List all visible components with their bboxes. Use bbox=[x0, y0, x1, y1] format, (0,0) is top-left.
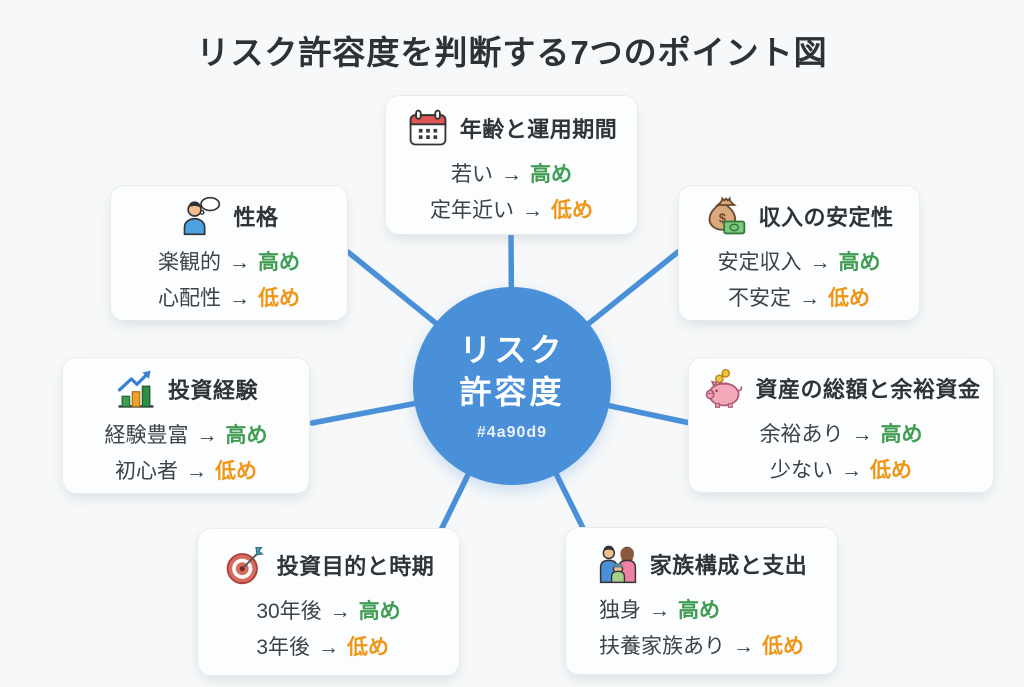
card-title: 年齢と運用期間 bbox=[459, 117, 618, 142]
page-title: リスク許容度を判断する7つのポイント図 bbox=[196, 34, 828, 71]
card-header: 性格 bbox=[179, 194, 278, 238]
value-high: 高め bbox=[258, 251, 300, 274]
arrow-glyph: → bbox=[799, 287, 820, 310]
card-line: 定年近い→低め bbox=[430, 199, 593, 222]
card-header: 年齢と運用期間 bbox=[406, 106, 618, 150]
value-low: 低め bbox=[347, 636, 389, 659]
card-header: 投資経験 bbox=[114, 367, 258, 411]
arrow-glyph: → bbox=[329, 600, 351, 623]
value-high: 高め bbox=[838, 251, 881, 274]
value-high: 高め bbox=[880, 423, 923, 446]
card-lines: 安定収入→高め 不安定→低め bbox=[718, 246, 881, 312]
card-line: 独身→高め bbox=[599, 599, 720, 622]
value-high: 高め bbox=[678, 599, 720, 622]
card-header: $ 収入の安定性 bbox=[704, 194, 893, 238]
card-income-stability: $ 収入の安定性 安定収入→高め 不安定→低め bbox=[678, 185, 920, 321]
value-low: 低め bbox=[870, 459, 912, 482]
card-line: 余裕あり→高め bbox=[759, 423, 923, 446]
card-purpose-and-timing: 投資目的と時期 30年後→高め 3年後→低め bbox=[197, 528, 460, 676]
card-header: 家族構成と支出 bbox=[596, 542, 808, 586]
card-header: 投資目的と時期 bbox=[223, 543, 435, 587]
value-high: 高め bbox=[530, 163, 572, 186]
arrow-glyph: → bbox=[318, 636, 339, 659]
arrow-glyph: → bbox=[196, 423, 218, 447]
card-age-and-period: 年齢と運用期間 若い→高め 定年近い→低め bbox=[385, 95, 638, 235]
value-high: 高め bbox=[358, 600, 401, 623]
card-assets-and-surplus: 資産の総額と余裕資金 余裕あり→高め 少ない→低め bbox=[688, 357, 994, 493]
card-lines: 楽観的→高め 心配性→低め bbox=[158, 246, 300, 312]
person-thought-icon bbox=[179, 194, 223, 238]
family-icon bbox=[596, 542, 640, 586]
card-lines: 30年後→高め 3年後→低め bbox=[256, 595, 400, 661]
card-title: 投資経験 bbox=[167, 377, 258, 403]
card-line: 30年後→高め bbox=[256, 600, 401, 623]
card-line: 扶養家族あり→低め bbox=[599, 635, 804, 658]
card-investment-experience: 投資経験 経験豊富→高め 初心者→低め bbox=[62, 357, 310, 494]
money-bag-icon: $ bbox=[704, 194, 748, 238]
card-title: 性格 bbox=[233, 205, 279, 230]
card-lines: 独身→高め 扶養家族あり→低め bbox=[599, 594, 804, 660]
card-line: 安定収入→高め bbox=[717, 251, 881, 274]
center-title-line1: リスク bbox=[459, 332, 565, 369]
bar-chart-up-icon bbox=[114, 367, 158, 411]
center-title-line2: 許容度 bbox=[459, 374, 565, 410]
card-title: 家族構成と支出 bbox=[649, 553, 808, 578]
value-high: 高め bbox=[225, 423, 268, 447]
card-family-and-spending: 家族構成と支出 独身→高め 扶養家族あり→低め bbox=[565, 527, 838, 675]
value-low: 低め bbox=[551, 199, 593, 222]
card-line: 不安定→低め bbox=[728, 287, 870, 310]
arrow-glyph: → bbox=[229, 251, 250, 274]
value-low: 低め bbox=[215, 459, 257, 483]
card-title: 資産の総額と余裕資金 bbox=[755, 377, 981, 402]
arrow-glyph: → bbox=[841, 459, 862, 482]
arrow-glyph: → bbox=[809, 251, 831, 274]
card-line: 経験豊富→高め bbox=[104, 423, 268, 447]
card-line: 初心者→低め bbox=[115, 459, 257, 483]
card-line: 心配性→低め bbox=[158, 287, 300, 310]
arrow-glyph: → bbox=[851, 423, 873, 446]
arrow-glyph: → bbox=[733, 635, 754, 658]
card-lines: 経験豊富→高め 初心者→低め bbox=[105, 419, 268, 485]
card-lines: 若い→高め 定年近い→低め bbox=[430, 158, 593, 224]
card-header: 資産の総額と余裕資金 bbox=[701, 366, 980, 410]
piggy-bank-icon bbox=[701, 366, 745, 410]
card-line: 少ない→低め bbox=[770, 459, 912, 482]
center-color-code: #4a90d9 bbox=[476, 423, 548, 441]
card-line: 3年後→低め bbox=[256, 636, 389, 659]
svg-text:$: $ bbox=[719, 210, 726, 225]
card-lines: 余裕あり→高め 少ない→低め bbox=[760, 418, 923, 484]
card-title: 収入の安定性 bbox=[758, 205, 894, 230]
center-circle: リスク 許容度 #4a90d9 bbox=[413, 287, 611, 485]
calendar-icon bbox=[406, 106, 450, 150]
arrow-glyph: → bbox=[649, 599, 670, 622]
arrow-glyph: → bbox=[229, 287, 250, 310]
arrow-glyph: → bbox=[501, 163, 522, 186]
card-line: 楽観的→高め bbox=[158, 251, 300, 274]
value-low: 低め bbox=[762, 635, 804, 658]
value-low: 低め bbox=[258, 287, 300, 310]
card-line: 若い→高め bbox=[451, 163, 572, 186]
card-personality: 性格 楽観的→高め 心配性→低め bbox=[110, 185, 348, 321]
card-title: 投資目的と時期 bbox=[276, 554, 435, 579]
arrow-glyph: → bbox=[186, 459, 207, 483]
value-low: 低め bbox=[828, 287, 870, 310]
arrow-glyph: → bbox=[522, 199, 543, 222]
target-dart-icon bbox=[223, 543, 267, 587]
